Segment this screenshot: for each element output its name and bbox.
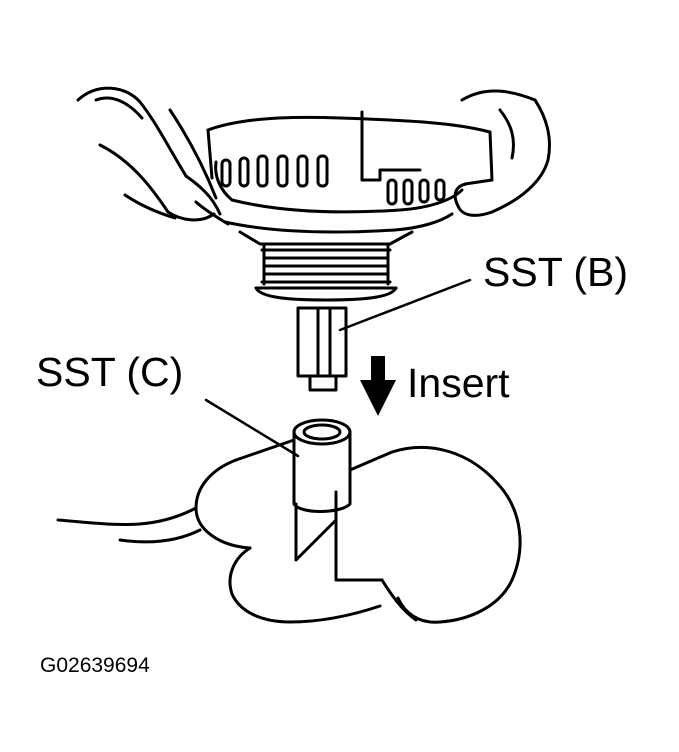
upper-hand — [76, 86, 551, 226]
sst-c-label: SST (C) — [36, 349, 184, 395]
arrow-down-icon — [360, 356, 396, 416]
insert-label: Insert — [407, 360, 510, 406]
pulley — [238, 230, 414, 302]
figure-code: G02639694 — [40, 654, 150, 677]
sst-b-label: SST (B) — [483, 249, 629, 295]
lower-hand — [56, 438, 522, 624]
sst-b-tool — [296, 278, 472, 392]
sst-c-tool — [204, 398, 352, 513]
alternator-body — [206, 110, 494, 234]
